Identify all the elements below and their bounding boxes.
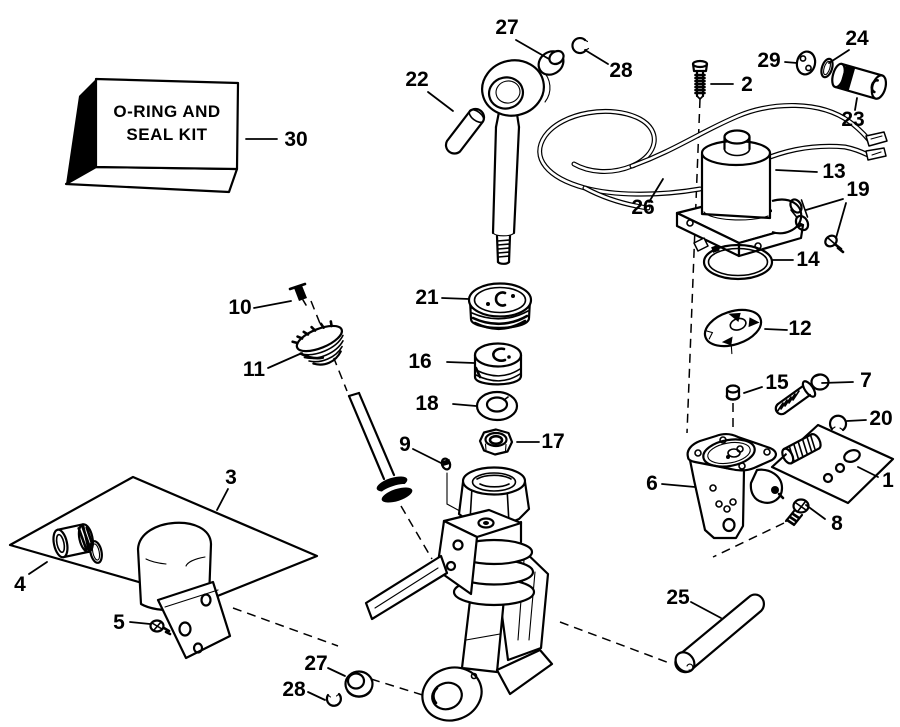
pivot-pin-25 bbox=[674, 593, 766, 674]
callout-28-top: 28 bbox=[609, 59, 633, 82]
screw-2 bbox=[691, 59, 709, 100]
oring-24 bbox=[820, 57, 834, 79]
snap-ring-28-bottom bbox=[325, 692, 342, 707]
callout-8: 8 bbox=[831, 512, 843, 535]
callout-14: 14 bbox=[796, 248, 820, 271]
callout-30: 30 bbox=[284, 128, 307, 151]
pump-manifold bbox=[686, 433, 785, 540]
piston-seal-16 bbox=[473, 342, 523, 386]
callout-18: 18 bbox=[415, 392, 439, 415]
callout-17: 17 bbox=[541, 430, 564, 453]
callout-4: 4 bbox=[14, 573, 26, 596]
ribbed-plug-11 bbox=[291, 320, 346, 366]
callout-6: 6 bbox=[646, 472, 658, 495]
piston-rod bbox=[347, 391, 413, 503]
callout-15: 15 bbox=[765, 371, 789, 394]
callout-22: 22 bbox=[405, 68, 428, 91]
callout-9: 9 bbox=[399, 433, 411, 456]
snap-ring-28-top bbox=[571, 37, 590, 55]
kit-box-line1: O-RING AND bbox=[113, 102, 220, 121]
callout-labels: 27 28 22 2 29 24 23 13 19 26 14 30 21 10… bbox=[14, 16, 894, 701]
clip-19 bbox=[789, 198, 810, 232]
kit-box-line2: SEAL KIT bbox=[126, 125, 207, 144]
callout-25: 25 bbox=[666, 586, 690, 609]
tilt-rod bbox=[481, 59, 551, 265]
callout-10: 10 bbox=[228, 296, 251, 319]
callout-2: 2 bbox=[741, 73, 753, 96]
washer-18 bbox=[475, 390, 519, 422]
plug-15 bbox=[725, 384, 741, 401]
callout-7: 7 bbox=[860, 369, 872, 392]
small-oring-4 bbox=[89, 540, 103, 564]
callout-21: 21 bbox=[415, 286, 439, 309]
pivot-pin bbox=[444, 107, 486, 155]
callout-27-top: 27 bbox=[495, 16, 518, 39]
reservoir-tank bbox=[136, 521, 232, 660]
callout-28-bottom: 28 bbox=[282, 678, 306, 701]
reservoir-screw bbox=[149, 619, 172, 636]
oring-14 bbox=[702, 243, 774, 281]
cam-12 bbox=[703, 308, 763, 355]
wire-terminal-1 bbox=[865, 131, 888, 147]
circlip-20 bbox=[828, 414, 848, 432]
trim-motor bbox=[675, 129, 805, 258]
callout-leader-lines bbox=[28, 39, 879, 701]
callout-16: 16 bbox=[408, 350, 431, 373]
callout-3: 3 bbox=[225, 466, 237, 489]
bushing-27-bottom bbox=[344, 670, 374, 698]
callout-29: 29 bbox=[757, 49, 780, 72]
callout-11: 11 bbox=[243, 358, 266, 381]
callout-20: 20 bbox=[869, 407, 892, 430]
end-cap-21 bbox=[467, 282, 533, 331]
valve-screw-10 bbox=[288, 282, 307, 306]
callout-19: 19 bbox=[846, 178, 869, 201]
screw-19 bbox=[824, 234, 845, 254]
callout-12: 12 bbox=[788, 317, 811, 340]
valve-spring bbox=[781, 433, 822, 465]
callout-24: 24 bbox=[845, 27, 869, 50]
grommet-29 bbox=[795, 50, 817, 76]
screw-8 bbox=[784, 498, 810, 527]
trim-housing bbox=[364, 466, 554, 722]
callout-13: 13 bbox=[822, 160, 845, 183]
callout-27-bottom: 27 bbox=[304, 652, 327, 675]
callout-5: 5 bbox=[113, 611, 125, 634]
callout-1: 1 bbox=[882, 469, 894, 492]
callout-26: 26 bbox=[631, 196, 654, 219]
wire-harness bbox=[537, 103, 888, 211]
oring-seal-kit-box: O-RING AND SEAL KIT bbox=[64, 77, 240, 194]
nut-17 bbox=[478, 428, 514, 456]
sleeve-bushing bbox=[52, 523, 94, 559]
callout-23: 23 bbox=[841, 108, 864, 131]
connector-23 bbox=[831, 62, 888, 100]
assembly-dashed-lines bbox=[232, 98, 785, 698]
